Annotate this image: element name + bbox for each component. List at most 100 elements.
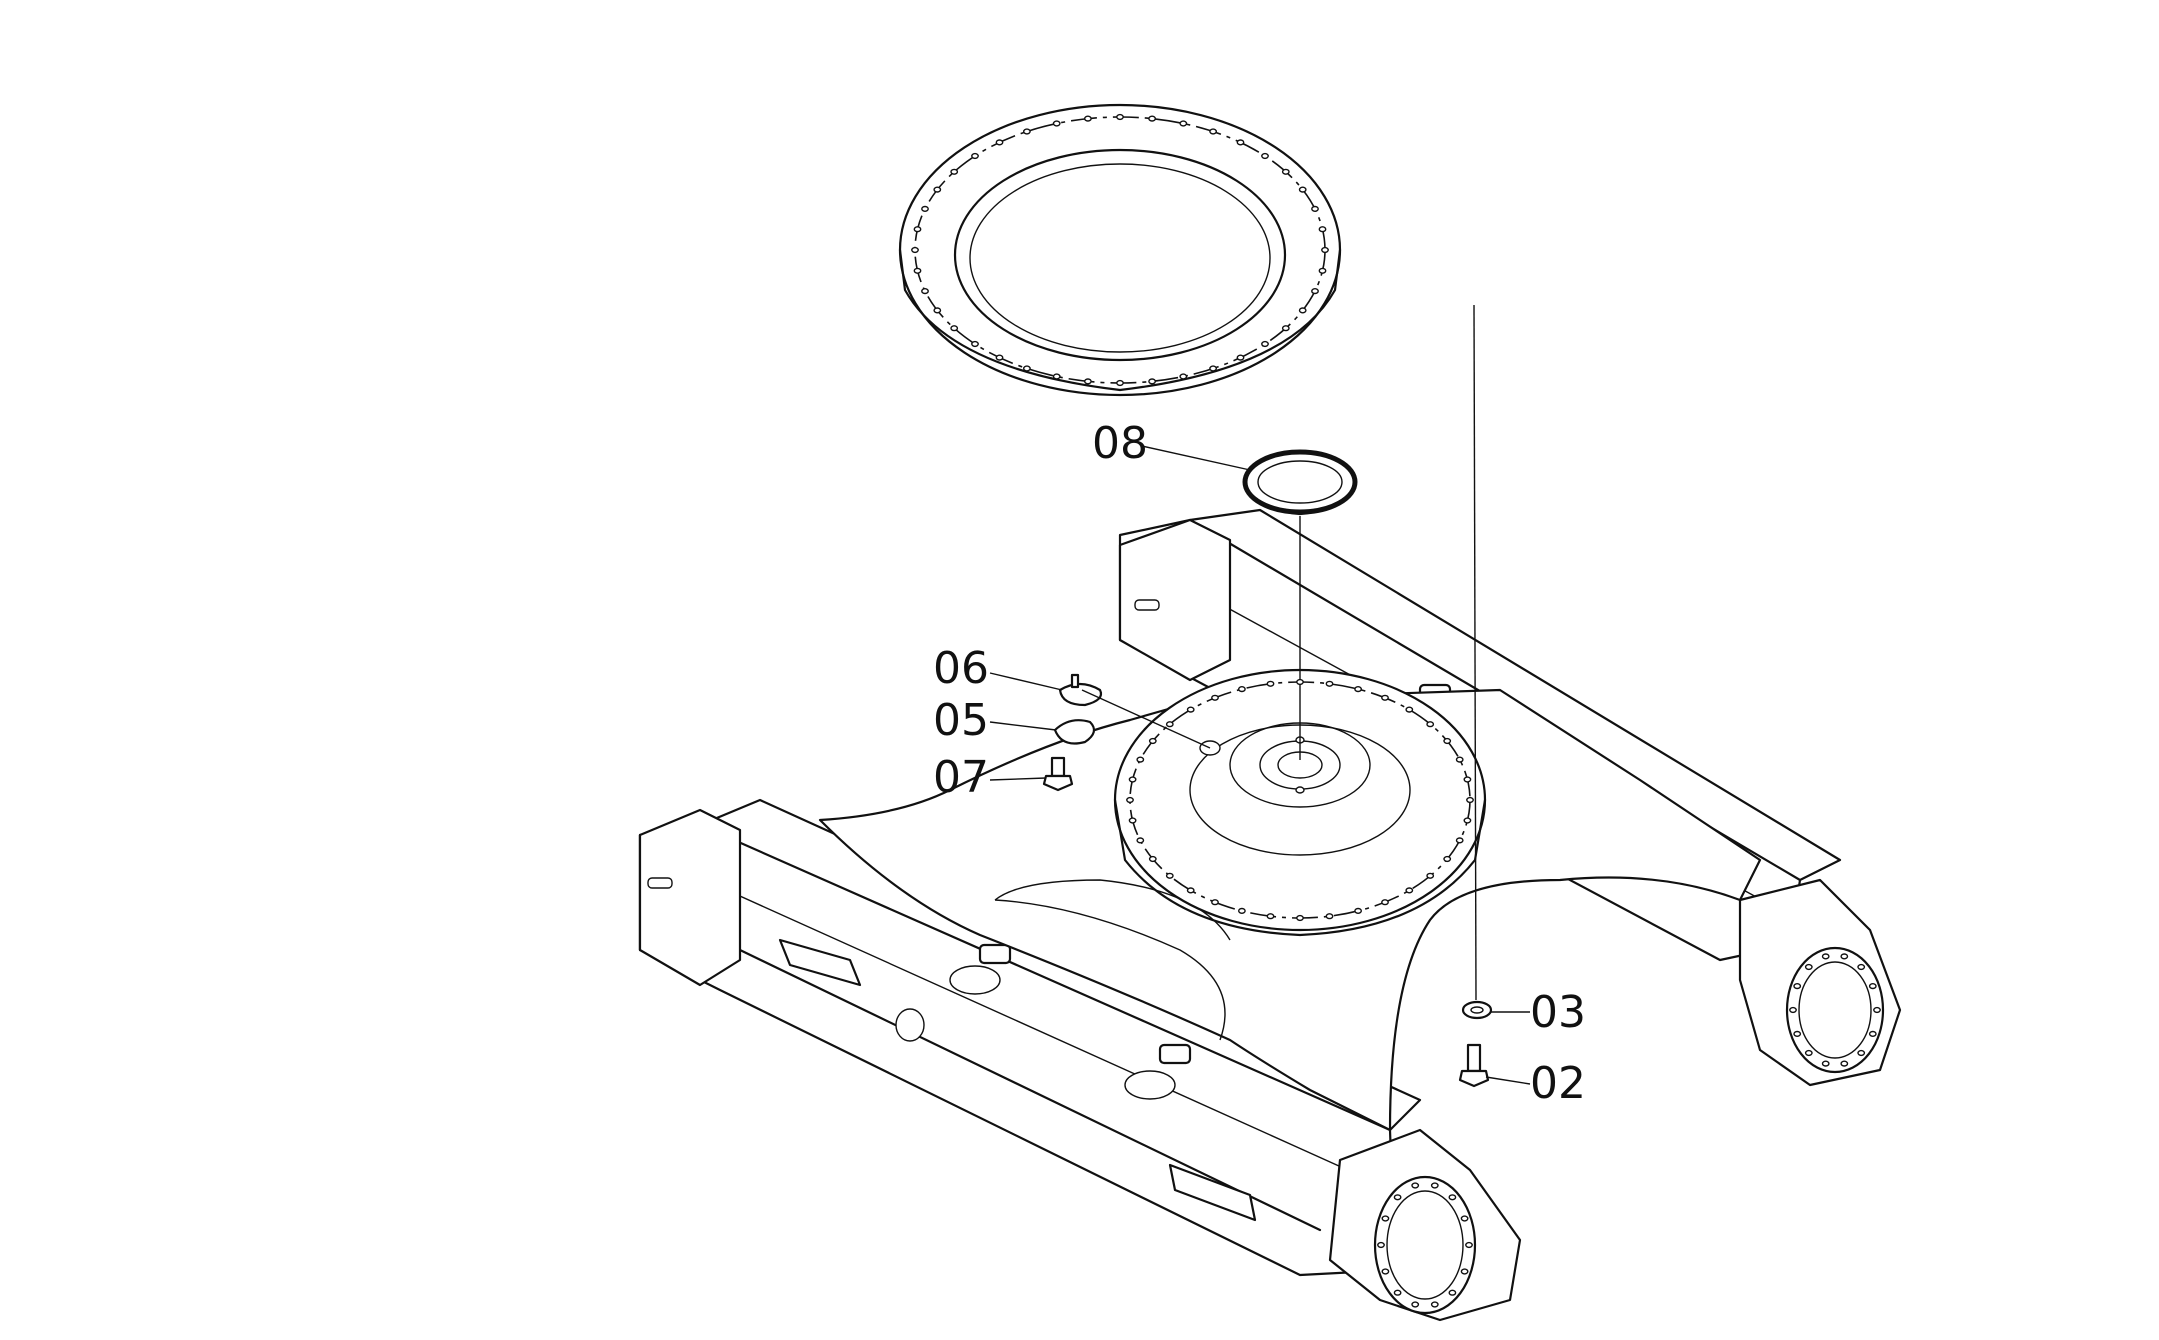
callout-labels: 08 06 05 07 03 02	[933, 418, 1586, 1109]
bearing-bolt-hole	[1298, 186, 1307, 193]
part-02-bolt	[1458, 1043, 1490, 1088]
left-boss-bolt-hole	[1393, 1289, 1402, 1296]
bearing-bolt-hole	[950, 168, 959, 175]
mount-bolt-hole	[1405, 887, 1414, 894]
bearing-bolt-hole	[913, 267, 922, 274]
mount-bolt-hole	[1186, 887, 1195, 894]
mount-bolt-hole	[1211, 899, 1219, 906]
mount-bolt-hole	[1296, 678, 1304, 686]
right-boss-bolt-hole	[1868, 1030, 1877, 1038]
bearing-bolt-hole	[971, 152, 979, 160]
bearing-bolt-hole	[1116, 113, 1124, 121]
mount-bolt-hole	[1128, 817, 1137, 824]
bearing-bolt-hole	[1236, 354, 1245, 361]
bearing-bolt-hole	[971, 340, 979, 348]
part-05-cover	[1053, 719, 1096, 745]
callout-02: 02	[1530, 1058, 1586, 1109]
bearing-bolt-hole	[1052, 120, 1061, 127]
bearing-bolt-hole	[1311, 288, 1319, 295]
bearing-bolt-hole	[1209, 128, 1218, 135]
mount-bolt-hole	[1165, 872, 1174, 879]
right-boss-bolt-hole	[1857, 1049, 1866, 1057]
left-boss-bolt-hole	[1381, 1268, 1390, 1275]
right-boss-bolt-hole	[1804, 963, 1813, 971]
bearing-bolt-hole	[933, 307, 942, 314]
mount-bolt-hole	[1443, 855, 1452, 863]
bearing-bolt-hole	[1084, 378, 1092, 385]
mount-bolt-hole	[1354, 907, 1363, 915]
part-03-washer	[1461, 1000, 1493, 1020]
left-boss-bolt-hole	[1448, 1289, 1457, 1296]
mount-bolt-hole	[1405, 706, 1414, 713]
bearing-bolt-hole	[911, 246, 919, 254]
mount-bolt-hole	[1266, 913, 1275, 920]
right-boss-bolt-hole	[1873, 1006, 1881, 1014]
bearing-bolt-hole	[1148, 115, 1157, 122]
left-boss-bolt-hole	[1460, 1215, 1469, 1222]
mount-bolt-hole	[1325, 680, 1334, 687]
bearing-bolt-hole	[1281, 325, 1290, 332]
mount-bolt-hole	[1211, 694, 1219, 701]
mount-bolt-hole	[1266, 680, 1275, 687]
left-boss-bolt-hole	[1411, 1182, 1420, 1189]
bearing-bolt-hole	[1261, 340, 1269, 348]
lower-frame	[638, 508, 1902, 1322]
bearing-bolt-hole	[1023, 128, 1031, 135]
bearing-bolt-hole	[1318, 267, 1327, 274]
mount-bolt-hole	[1443, 737, 1452, 745]
swing-bearing	[898, 103, 1342, 397]
mount-bolt-hole	[1463, 817, 1472, 824]
mount-bolt-hole	[1186, 706, 1195, 713]
bearing-bolt-hole	[1116, 379, 1124, 387]
bearing-bolt-hole	[1261, 152, 1269, 160]
part-08-seal	[1242, 449, 1358, 516]
mount-bolt-hole	[1466, 796, 1474, 804]
callout-08: 08	[1092, 418, 1148, 469]
callout-03: 03	[1530, 987, 1586, 1038]
left-boss-bolt-hole	[1465, 1241, 1473, 1249]
left-boss-bolt-hole	[1393, 1194, 1402, 1201]
callout-06: 06	[933, 643, 989, 694]
bearing-bolt-hole	[1311, 205, 1319, 213]
part-07-bolt	[1042, 756, 1074, 792]
bearing-bolt-hole	[1084, 115, 1092, 122]
bearing-bolt-hole	[1281, 168, 1290, 175]
mount-bolt-hole	[1136, 837, 1145, 844]
right-boss-bolt-hole	[1793, 1030, 1802, 1038]
right-boss-bolt-hole	[1821, 953, 1830, 960]
left-boss-bolt-hole	[1411, 1301, 1420, 1308]
mount-bolt-hole	[1381, 899, 1389, 906]
bearing-bolt-hole	[1179, 120, 1188, 127]
bearing-bolt-hole	[913, 226, 922, 233]
bearing-bolt-hole	[1052, 373, 1061, 380]
left-boss-bolt-hole	[1430, 1301, 1439, 1308]
bearing-bolt-hole	[995, 139, 1004, 146]
mount-bolt-hole	[1455, 756, 1464, 763]
left-boss-bolt-hole	[1448, 1194, 1457, 1201]
right-boss-bolt-hole	[1793, 982, 1802, 990]
right-boss-bolt-hole	[1789, 1006, 1797, 1014]
left-boss-bolt-hole	[1377, 1241, 1385, 1249]
left-boss-bolt-hole	[1460, 1268, 1469, 1275]
callout-05: 05	[933, 695, 989, 746]
callout-07: 07	[933, 752, 989, 803]
left-end-block	[638, 808, 742, 987]
mount-bolt-hole	[1148, 855, 1157, 863]
bearing-bolt-hole	[950, 325, 959, 332]
mount-bolt-hole	[1165, 721, 1174, 728]
mount-bolt-hole	[1325, 913, 1334, 920]
bearing-bolt-hole	[1236, 139, 1245, 146]
bearing-bolt-hole	[1321, 246, 1329, 254]
bearing-bolt-hole	[1148, 378, 1157, 385]
mount-bolt-hole	[1381, 694, 1389, 701]
right-boss-bolt-hole	[1804, 1049, 1813, 1057]
mount-bolt-hole	[1426, 872, 1435, 879]
leader-lines	[989, 445, 1531, 1085]
right-boss-bolt-hole	[1857, 963, 1866, 971]
mount-bolt-hole	[1426, 721, 1435, 728]
bearing-bolt-hole	[1318, 226, 1327, 233]
mount-bolt-hole	[1128, 776, 1137, 783]
right-boss-bolt-hole	[1868, 982, 1877, 990]
bearing-bolt-hole	[1209, 365, 1218, 372]
